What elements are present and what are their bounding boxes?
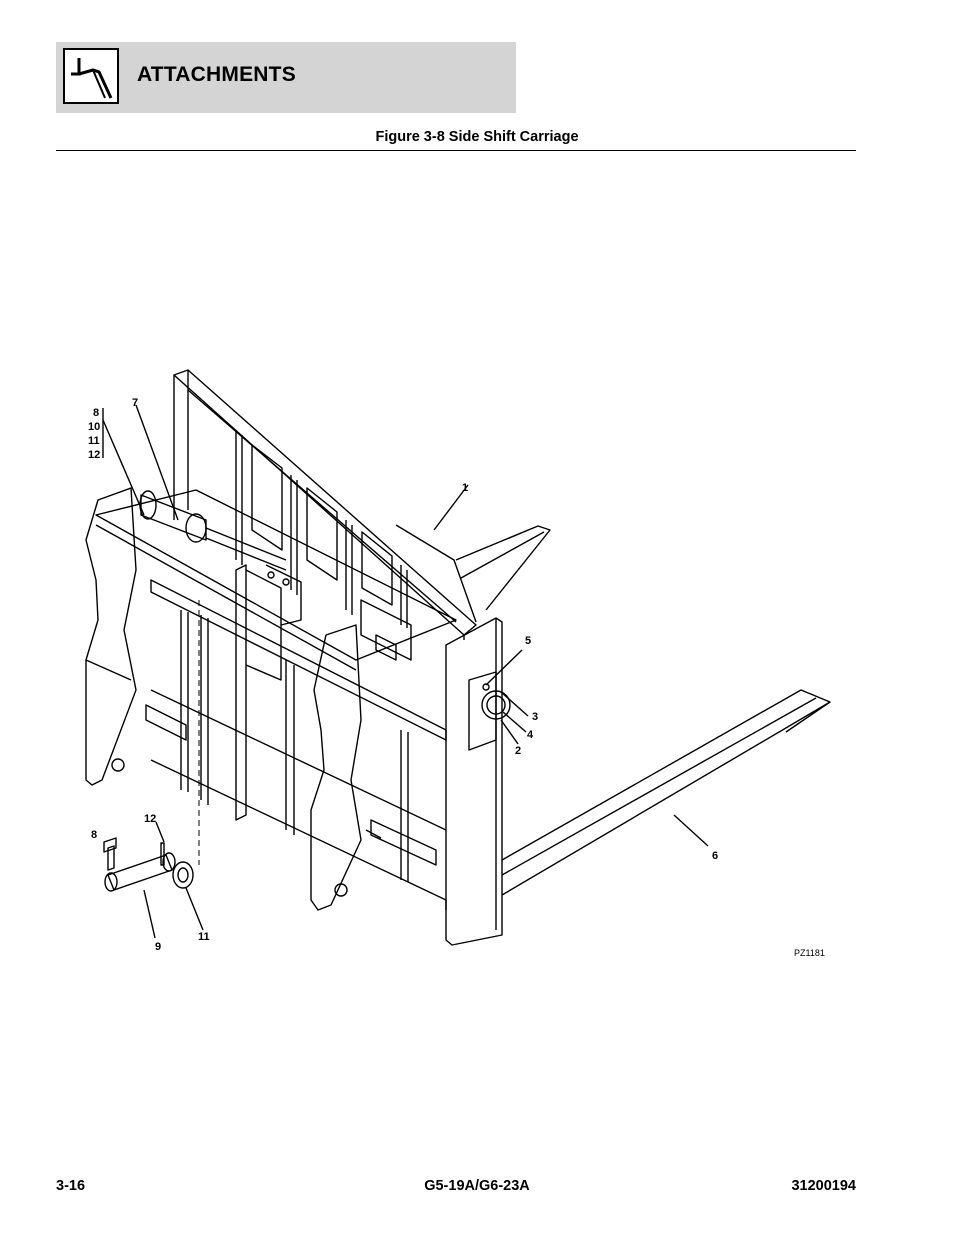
callout-11-bottom: 11 (198, 931, 210, 943)
callout-12-bottom: 12 (144, 813, 156, 825)
model-number: G5-19A/G6-23A (424, 1178, 530, 1194)
callout-3: 3 (532, 711, 538, 723)
section-header: ATTACHMENTS (56, 42, 516, 113)
page-number: 3-16 (56, 1178, 86, 1194)
callout-6: 6 (712, 850, 718, 862)
callout-10: 10 (88, 421, 100, 433)
callout-1: 1 (462, 482, 468, 494)
callout-11-top: 11 (88, 435, 100, 447)
callout-9: 9 (155, 941, 161, 953)
callout-8-top: 8 (93, 407, 99, 419)
figure-caption: Figure 3-8 Side Shift Carriage (375, 129, 579, 145)
callout-4: 4 (527, 729, 534, 741)
attachment-hook-icon (63, 48, 119, 104)
document-number: 31200194 (791, 1178, 856, 1194)
callout-12-top: 12 (88, 449, 100, 461)
drawing-reference: PZ1181 (794, 948, 825, 958)
side-shift-carriage-drawing: 1 2 3 4 5 6 7 8 10 11 12 12 8 9 11 PZ118… (85, 369, 831, 958)
callout-5: 5 (525, 635, 531, 647)
callout-2: 2 (515, 745, 521, 757)
section-title: ATTACHMENTS (137, 63, 296, 86)
callout-8-bottom: 8 (91, 829, 97, 841)
caption-rule (56, 150, 856, 151)
callout-7: 7 (132, 397, 138, 409)
